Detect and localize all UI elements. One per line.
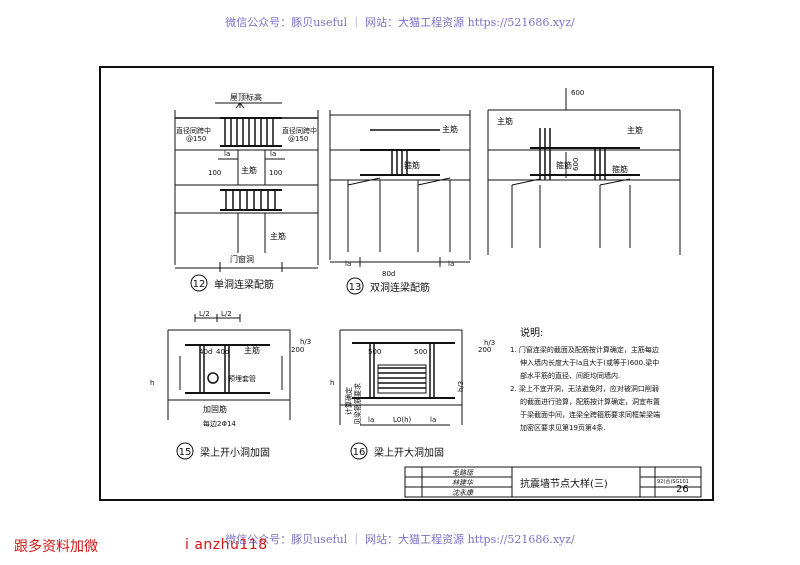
notes-line-5: 的截面进行验算，配筋按计算确定，洞宜布置: [520, 397, 660, 406]
detail-12-number-circle: [190, 274, 208, 292]
detail-13-number: 13: [349, 282, 362, 293]
detail-14-main-2: 主筋: [627, 125, 643, 135]
sheet-frame: [99, 66, 714, 501]
detail-13-title: 双洞连梁配筋: [370, 281, 430, 294]
detail-16-500b: 500: [414, 348, 427, 356]
detail-16-calc: 计算确定: [344, 387, 353, 415]
detail-16-l0: L0(h): [393, 416, 412, 424]
notes-heading: 说明:: [520, 326, 543, 339]
detail-15-40d-b: 40d: [216, 348, 229, 356]
title-block-atlas-code: 92(合)SG101: [657, 478, 689, 485]
detail-13-80d: 80d: [382, 270, 395, 278]
detail-15-40d-a: 40d: [199, 348, 212, 356]
detail-12-stirrup-left: 直径同跨中: [176, 126, 211, 135]
detail-15-casing: 预埋套管: [228, 374, 256, 383]
detail-12-dim-100b: 100: [269, 169, 282, 177]
detail-12-title: 单洞连梁配筋: [214, 278, 274, 291]
title-block-title: 抗震墙节点大样(三): [520, 477, 608, 490]
detail-16-h: h: [330, 379, 334, 387]
detail-12-roof-label: 屋顶标高: [230, 92, 262, 102]
notes-line-1: 1. 门窗连梁的截面及配筋按计算确定，主筋每边: [510, 345, 659, 354]
detail-13-number-circle: [346, 277, 364, 295]
notes-line-2: 伸入墙内长度大于la且大于(或等于)600.梁中: [520, 358, 659, 367]
title-block-sig-2: 林建华: [452, 479, 474, 487]
detail-16-la-2: la: [430, 416, 436, 424]
watermark-top: 微信公众号：豚贝useful ｜ 网站：大猫工程资源 https://52168…: [225, 16, 575, 29]
detail-16-h3b: h/3: [457, 381, 465, 392]
detail-15-number-circle: [176, 442, 194, 460]
detail-15-h3: h/3: [300, 338, 311, 346]
detail-14-main-1: 主筋: [497, 116, 513, 126]
title-block-sig-1: 毛路瑶: [452, 469, 474, 477]
detail-12-la-1: la: [224, 150, 230, 158]
detail-13-stirrup: 箍筋: [404, 160, 420, 170]
detail-14-stirrup-1: 箍筋: [556, 160, 572, 170]
detail-16-200: 200: [478, 346, 491, 354]
notes-line-3: 部水平筋的直径、间距均同墙内.: [520, 371, 620, 380]
detail-12-stirrup-left-sp: @150: [186, 135, 206, 143]
detail-16-h3a: h/3: [484, 339, 495, 347]
title-block-page-number: 26: [676, 484, 689, 495]
detail-12-stirrup-right-sp: @150: [288, 135, 308, 143]
detail-14-stirrup-2: 箍筋: [612, 164, 628, 174]
detail-12-number: 12: [193, 279, 206, 290]
detail-15-main: 主筋: [244, 345, 260, 355]
watermark-bottom: 微信公众号：豚贝useful ｜ 网站：大猫工程资源 https://52168…: [225, 533, 575, 546]
detail-12-main-1: 主筋: [241, 165, 257, 175]
detail-13-la-1: la: [345, 260, 351, 268]
detail-15-200: 200: [291, 346, 304, 354]
notes-line-4: 2. 梁上不宜开洞，无法避免时，应对被洞口削弱: [510, 384, 659, 393]
detail-12-la-2: la: [270, 150, 276, 158]
detail-15-reinf-size: 每边2Φ14: [203, 419, 236, 428]
detail-15-h: h: [150, 379, 154, 387]
detail-13-la-2: la: [448, 260, 454, 268]
detail-12-opening: 门窗洞: [230, 254, 254, 264]
detail-16-number-circle: [350, 442, 368, 460]
detail-15: [167, 314, 291, 420]
title-block-sig-3: 沈永康: [452, 489, 474, 497]
detail-12-main-2: 主筋: [270, 231, 286, 241]
detail-16-title: 梁上开大洞加固: [374, 446, 444, 459]
detail-16: [339, 329, 463, 426]
detail-15-number: 15: [179, 447, 192, 458]
detail-13: [329, 110, 471, 267]
detail-14: [487, 88, 681, 255]
red-contact-text: 跟多资料加微: [14, 539, 98, 555]
detail-12-dim-100a: 100: [208, 169, 221, 177]
notes-line-7: 加密区要求见第19页第4条.: [520, 423, 606, 432]
detail-13-main-1: 主筋: [442, 124, 458, 134]
red-contact-id: i anzhu118: [185, 537, 268, 553]
notes-line-6: 于梁截面中间，连梁全跨箍筋要求同框架梁端: [520, 410, 660, 419]
title-block: [404, 466, 702, 498]
detail-15-title: 梁上开小洞加固: [200, 446, 270, 459]
detail-16-500a: 500: [368, 348, 381, 356]
detail-16-stirrup-note: 见梁箍筋要求: [353, 383, 362, 425]
detail-12-stirrup-right: 直径同跨中: [282, 126, 317, 135]
detail-12: [174, 102, 319, 272]
detail-16-number: 16: [353, 447, 366, 458]
detail-15-reinf: 加固筋: [203, 404, 227, 414]
detail-16-la-1: la: [368, 416, 374, 424]
detail-14-dim-600b: 600: [572, 158, 580, 171]
detail-15-dim-b: L/2: [221, 310, 232, 318]
detail-14-dim-600: 600: [571, 89, 584, 97]
detail-15-dim-a: L/2: [199, 310, 210, 318]
